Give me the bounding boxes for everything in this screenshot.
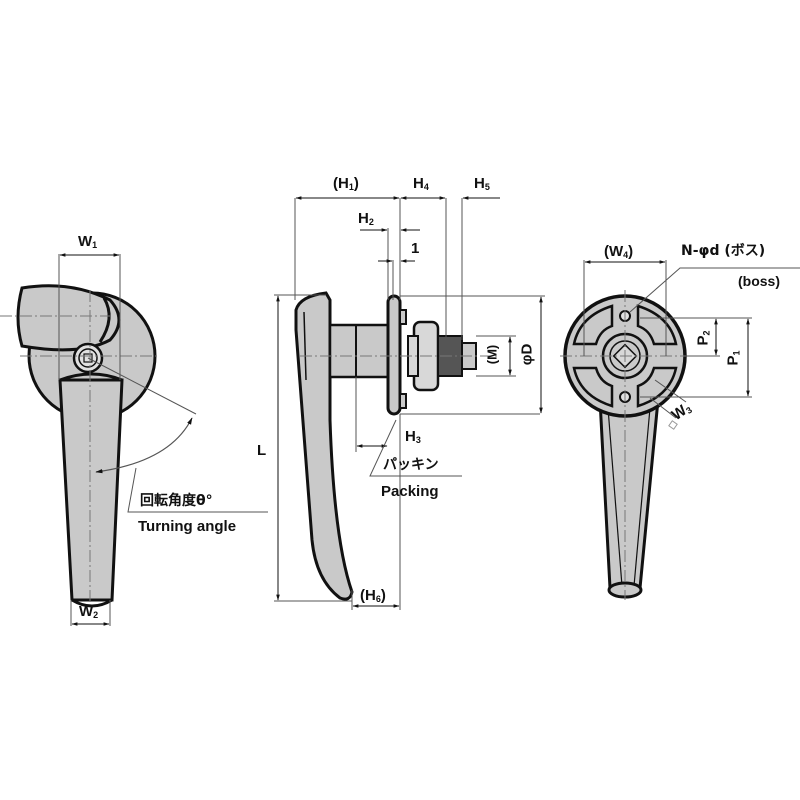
packing-jp: パッキン [383,457,439,473]
lever-tip [16,284,121,352]
hub [328,323,390,379]
dim-phi-d: φD [518,343,536,366]
lever-back [598,398,660,590]
lever-arm [58,378,124,602]
boss-en: (boss) [738,273,780,289]
dim-w1: W1 [78,233,98,250]
turning-angle-jp: 回転角度θ° [140,493,213,509]
dim-p1: P1 [724,350,742,366]
packing-en: Packing [381,483,439,500]
dim-h4: H4 [413,175,429,192]
back-view [560,260,800,600]
boss-jp: N-φd (ボス) [681,243,766,259]
dim-w2: W2 [79,603,99,620]
dim-p2: P2 [694,330,712,346]
flange [386,294,402,416]
dim-w4: (W4) [604,243,634,260]
dim-l: L [257,442,267,459]
side-view [274,196,545,610]
lever-side [294,291,354,601]
dim-h1: (H1) [333,175,359,192]
turning-angle-en: Turning angle [138,518,237,535]
dim-m: (M) [484,344,500,365]
front-view [0,253,268,626]
dim-h6: (H6) [360,587,386,604]
dim-one: 1 [411,240,420,257]
dim-h3: H3 [405,428,421,445]
dim-h5: H5 [474,175,490,192]
dim-h2: H2 [358,210,374,227]
